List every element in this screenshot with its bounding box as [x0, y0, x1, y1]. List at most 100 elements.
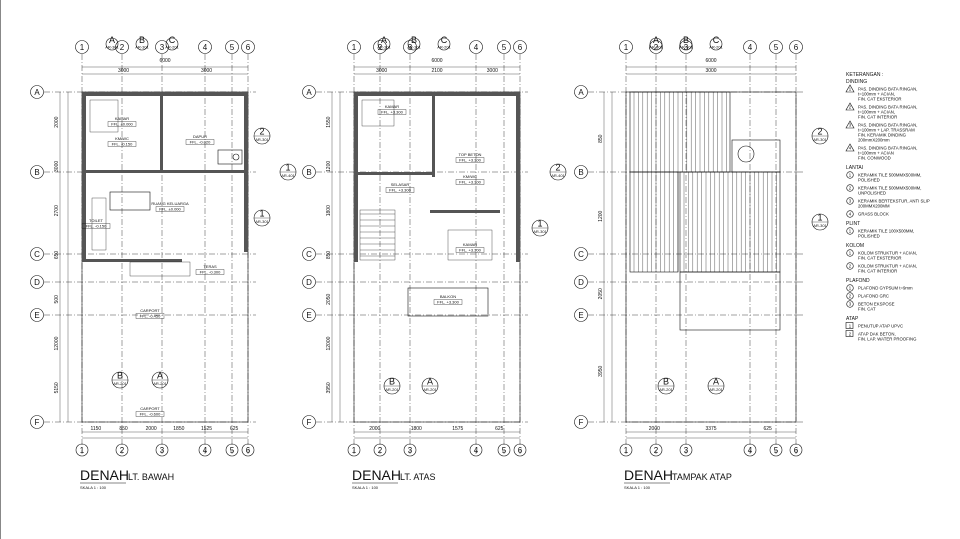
grid-bubble-col — [789, 40, 803, 54]
dimension-bottom: 2000 — [369, 426, 380, 432]
circle-symbol — [846, 300, 854, 308]
room-level: FFL. -0.450 — [140, 314, 161, 319]
dimension-bottom: 2000 — [649, 426, 660, 432]
grid-bubble-row — [30, 415, 44, 429]
grid-row-label: D — [34, 278, 40, 287]
grid-bubble-row — [302, 275, 316, 289]
grid-bubble-alt — [437, 37, 451, 51]
dimension-left: 1800 — [326, 205, 332, 216]
circle-symbol — [846, 292, 854, 300]
grid-row-label: B — [578, 168, 583, 177]
legend-text: UNPOLISHED — [858, 191, 886, 196]
legend-text: PLAFOND GYPSUM t=9mm — [858, 286, 913, 291]
grid-bubble-row — [302, 85, 316, 99]
section-marker: 2AR-301 — [811, 127, 829, 145]
legend-text: FIN. CAT EKSTERIOR — [858, 97, 902, 102]
room-name: BALKON — [440, 294, 456, 299]
grid-col-label: 5 — [502, 446, 507, 455]
grid-row-label: F — [307, 418, 312, 427]
dimension-left: 3950 — [326, 382, 332, 393]
legend-symbol-number: 1 — [849, 87, 852, 92]
dimension-left: 2700 — [54, 205, 60, 216]
grid-col-label: 6 — [518, 43, 523, 52]
grid-col-label: 6 — [246, 446, 251, 455]
grid-col-label: 3 — [408, 43, 413, 52]
teras-slab — [129, 261, 191, 277]
plan-title-sub: TAMPAK ATAP — [672, 472, 732, 482]
grid-bubble-col-bottom — [769, 443, 783, 457]
dimension-left: 1550 — [326, 116, 332, 127]
dimension-left: 5150 — [54, 382, 60, 393]
room-level: FFL. ±0.000 — [111, 122, 133, 127]
dimension-left: 2050 — [326, 294, 332, 305]
legend-text: KOLOM STRUKTUR + ACIAN, — [858, 251, 917, 256]
legend-text: FIN. CAT EKSTERIOR — [858, 256, 902, 261]
dimension-bottom: 2000 — [146, 426, 157, 432]
dimension-bottom: 3375 — [705, 426, 716, 432]
plan-scale: SKALA 1 : 100 — [624, 485, 651, 490]
grid-col-label: 2 — [654, 43, 659, 52]
dimension-top: 3000 — [118, 68, 129, 74]
dimension-top: 6000 — [431, 58, 442, 64]
legend-text: BETON EKSPOSE — [858, 302, 895, 307]
section-id: B — [663, 377, 669, 387]
grid-bubble-col — [769, 40, 783, 54]
room-level-box — [155, 206, 185, 212]
grid-bubble-col — [115, 40, 129, 54]
legend-text: FIN. CAT INTERIOR — [858, 115, 897, 120]
grid-bubble-alt — [407, 37, 421, 51]
legend-text: PAS. DINDING BATA RINGAN, — [858, 87, 917, 92]
grid-col-label: 3 — [160, 43, 165, 52]
grid-bubble-col-bottom — [75, 443, 89, 457]
grid-bubble-col — [679, 40, 693, 54]
dimension-left: 850 — [326, 251, 332, 260]
dimension-left: 850 — [598, 134, 604, 143]
legend-text: t=100mm + ACIAN, — [858, 110, 895, 115]
dimension-top: 3000 — [201, 68, 212, 74]
legend-text: PLAFOND GRC — [858, 294, 889, 299]
grid-col-label: 1 — [624, 446, 629, 455]
room-level-box — [455, 179, 485, 185]
plan-title-main: DENAH — [624, 467, 673, 483]
grid-sheet-tag: AR-201 — [709, 45, 723, 50]
grid-alt-label: A — [653, 35, 659, 45]
grid-col-label: 3 — [160, 446, 165, 455]
room-level: FFL. +3.300 — [389, 188, 411, 193]
room-level: FFL. +3.300 — [459, 158, 481, 163]
dimension-top: 3000 — [376, 68, 387, 74]
grid-bubble-col — [225, 40, 239, 54]
section-marker: 1AR-301 — [531, 219, 549, 237]
toilet-block — [91, 197, 107, 251]
grid-row-label: A — [306, 88, 312, 97]
grid-bubble-col — [241, 40, 255, 54]
square-symbol — [845, 322, 854, 329]
grid-col-label: 4 — [203, 43, 208, 52]
dimension-top: 6000 — [705, 58, 716, 64]
grid-alt-label: A — [381, 35, 387, 45]
room-level: FFL. -0.020 — [190, 140, 211, 145]
grid-bubble-col-bottom — [743, 443, 757, 457]
section-sheet: AR-401 — [551, 173, 565, 178]
room-level-box — [135, 411, 165, 417]
dimension-bottom: 1525 — [201, 426, 212, 432]
grid-bubble-col — [198, 40, 212, 54]
grid-bubble-row — [302, 415, 316, 429]
legend-symbol-number: 2 — [849, 186, 852, 191]
grid-col-label: 5 — [502, 43, 507, 52]
legend-symbol-number: 1 — [849, 173, 852, 178]
room-level-box — [107, 121, 137, 127]
room-name: KAMAR — [385, 104, 399, 109]
grid-bubble-alt — [649, 37, 663, 51]
grid-bubble-row — [302, 308, 316, 322]
dimension-top: 3000 — [705, 68, 716, 74]
section-id: B — [389, 377, 395, 387]
dimension-bottom: 1150 — [90, 426, 101, 432]
